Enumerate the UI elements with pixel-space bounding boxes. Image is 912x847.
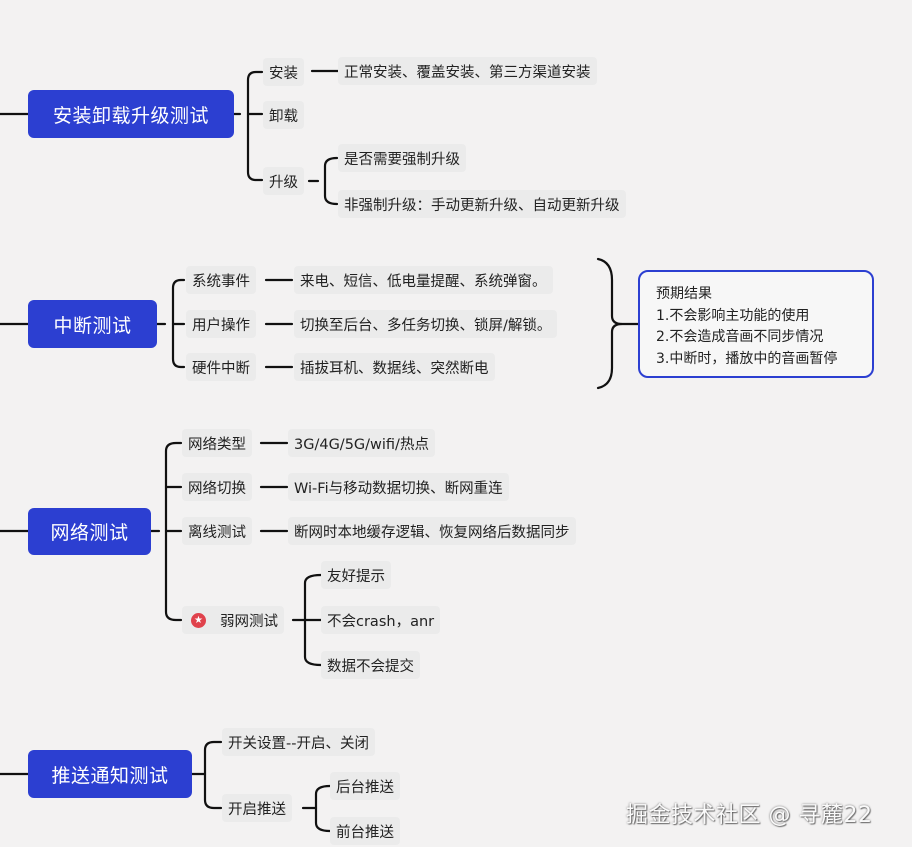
branch-uninstall[interactable]: 卸载 [263, 101, 304, 129]
callout-line: 2.不会造成音画不同步情况 [656, 329, 824, 345]
branch-system-events[interactable]: 系统事件 [186, 266, 256, 294]
star-icon: ★ [191, 612, 206, 628]
branch-enable-push[interactable]: 开启推送 [222, 794, 292, 822]
section-install-node[interactable]: 安装卸载升级测试 [28, 90, 234, 138]
leaf-install-types[interactable]: 正常安装、覆盖安装、第三方渠道安装 [338, 57, 597, 85]
leaf-network-switch[interactable]: Wi-Fi与移动数据切换、断网重连 [288, 473, 509, 501]
leaf-no-crash[interactable]: 不会crash，anr [321, 606, 441, 634]
expected-result-callout[interactable]: 预期结果 1.不会影响主功能的使用 2.不会造成音画不同步情况 3.中断时，播放… [638, 270, 874, 378]
section-interrupt-node[interactable]: 中断测试 [28, 300, 157, 348]
leaf-connector [314, 784, 332, 833]
leaf-background-push[interactable]: 后台推送 [330, 772, 400, 800]
branch-connector [203, 740, 223, 810]
leaf-no-submit[interactable]: 数据不会提交 [321, 651, 420, 679]
branch-connector [246, 70, 264, 182]
leaf-hardware-interrupt[interactable]: 插拔耳机、数据线、突然断电 [294, 353, 495, 381]
leaf-offline-test[interactable]: 断网时本地缓存逻辑、恢复网络后数据同步 [288, 517, 576, 545]
watermark: 掘金技术社区 @ 寻麓22 [626, 803, 873, 828]
callout-line: 3.中断时，播放中的音画暂停 [656, 350, 838, 367]
summary-brace [596, 257, 623, 390]
leaf-optional-upgrade[interactable]: 非强制升级：手动更新升级、自动更新升级 [338, 190, 626, 218]
section-push-node[interactable]: 推送通知测试 [28, 750, 192, 798]
branch-install[interactable]: 安装 [263, 58, 304, 86]
leaf-system-events[interactable]: 来电、短信、低电量提醒、系统弹窗。 [294, 266, 553, 294]
leaf-user-actions[interactable]: 切换至后台、多任务切换、锁屏/解锁。 [294, 310, 558, 338]
branch-upgrade[interactable]: 升级 [263, 167, 304, 195]
branch-weak-network-label: 弱网测试 [220, 613, 278, 630]
branch-hardware-interrupt[interactable]: 硬件中断 [186, 353, 256, 381]
branch-offline-test[interactable]: 离线测试 [182, 517, 252, 545]
branch-switch-settings[interactable]: 开关设置--开启、关闭 [222, 728, 375, 756]
leaf-connector [323, 156, 339, 206]
branch-network-switch[interactable]: 网络切换 [182, 473, 252, 501]
branch-network-type[interactable]: 网络类型 [182, 429, 252, 457]
section-network-node[interactable]: 网络测试 [28, 508, 151, 555]
callout-title: 预期结果 [656, 286, 712, 302]
leaf-network-type[interactable]: 3G/4G/5G/wifi/热点 [288, 429, 435, 457]
callout-line: 1.不会影响主功能的使用 [656, 307, 810, 324]
leaf-friendly-hint[interactable]: 友好提示 [321, 561, 391, 589]
leaf-foreground-push[interactable]: 前台推送 [330, 817, 400, 845]
branch-user-actions[interactable]: 用户操作 [186, 310, 256, 338]
leaf-forced-upgrade[interactable]: 是否需要强制升级 [338, 144, 466, 172]
branch-weak-network[interactable]: ★ 弱网测试 [182, 606, 284, 634]
